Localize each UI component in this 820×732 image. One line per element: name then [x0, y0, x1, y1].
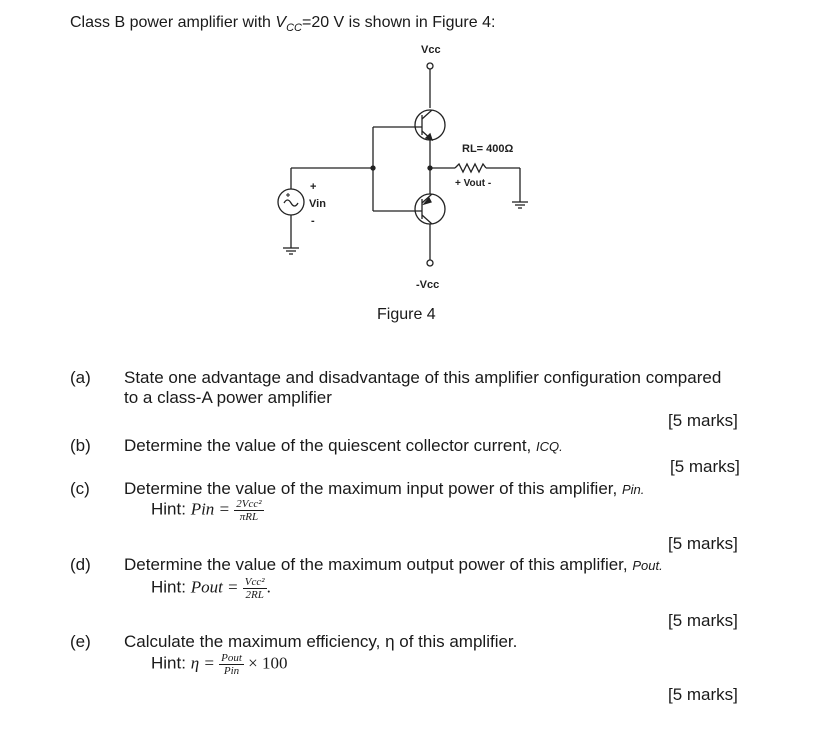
question-b-marks: [5 marks] [670, 457, 740, 476]
vcc-top-label: Vcc [421, 44, 441, 56]
npn-transistor-icon [414, 109, 446, 142]
hint-lhs: Pout = [190, 577, 239, 597]
hint-word: Hint: [151, 653, 191, 673]
vcc-bottom-label: -Vcc [416, 279, 439, 291]
question-d-body: Determine the value of the maximum outpu… [124, 555, 633, 574]
pin-symbol: Pin. [621, 482, 645, 497]
circuit-diagram: Vcc RL= 400Ω + Vout - -Vcc [277, 44, 528, 291]
ground-icon [512, 201, 528, 209]
question-d-label: (d) [70, 555, 91, 574]
question-e-marks: [5 marks] [668, 685, 738, 704]
question-e-label: (e) [70, 632, 91, 651]
question-a-label: (a) [70, 368, 91, 387]
hint-word: Hint: [151, 499, 191, 519]
vin-label: Vin [309, 198, 326, 210]
question-a-line2: to a class-A power amplifier [124, 388, 332, 407]
question-b-text: Determine the value of the quiescent col… [124, 436, 563, 456]
figure-caption: Figure 4 [377, 306, 436, 323]
hint-tail: . [266, 577, 271, 597]
vin-minus-sign: - [311, 215, 315, 227]
question-a-line1: State one advantage and disadvantage of … [124, 368, 722, 387]
hint-denominator: πRL [239, 511, 259, 523]
question-c-text: Determine the value of the maximum input… [124, 479, 644, 499]
question-b-label: (b) [70, 436, 91, 455]
resistor-icon [454, 162, 487, 174]
question-c-body: Determine the value of the maximum input… [124, 479, 622, 498]
intro-line: Class B power amplifier with VCC=20 V is… [70, 14, 495, 34]
intro-prefix: Class B power amplifier with [70, 14, 276, 31]
intro-vcc-sub: CC [286, 22, 302, 35]
question-c-marks: [5 marks] [668, 534, 738, 553]
question-a-marks: [5 marks] [668, 411, 738, 430]
hint-word: Hint: [151, 577, 191, 597]
icq-symbol: ICQ. [536, 439, 563, 454]
pout-symbol: Pout. [632, 558, 663, 573]
rl-label: RL= 400Ω [462, 143, 513, 155]
hint-numerator: Vcc² [242, 576, 267, 589]
hint-lhs: η = [190, 653, 215, 673]
hint-lhs: Pin = [190, 499, 231, 519]
question-d-marks: [5 marks] [668, 611, 738, 630]
hint-numerator: 2Vcc² [234, 498, 264, 511]
intro-vcc-symbol: V [275, 14, 287, 31]
vout-label: + Vout - [455, 178, 491, 189]
hint-denominator: 2RL [245, 589, 264, 601]
vcc-bottom-terminal [426, 259, 434, 267]
hint-denominator: Pin [223, 665, 240, 677]
vin-plus-sign: + [310, 181, 316, 193]
vcc-top-terminal [426, 62, 434, 70]
hint-numerator: Pout [219, 652, 244, 665]
question-b-body: Determine the value of the quiescent col… [124, 436, 536, 455]
question-d-text: Determine the value of the maximum outpu… [124, 555, 663, 575]
intro-suffix: =20 V is shown in Figure 4: [301, 14, 496, 31]
hint-tail: × 100 [248, 653, 288, 673]
pnp-transistor-icon [414, 193, 446, 225]
ac-source-icon [277, 188, 305, 216]
ground-icon [283, 247, 299, 255]
question-c-label: (c) [70, 479, 90, 498]
question-e-text: Calculate the maximum efficiency, η of t… [124, 632, 518, 651]
